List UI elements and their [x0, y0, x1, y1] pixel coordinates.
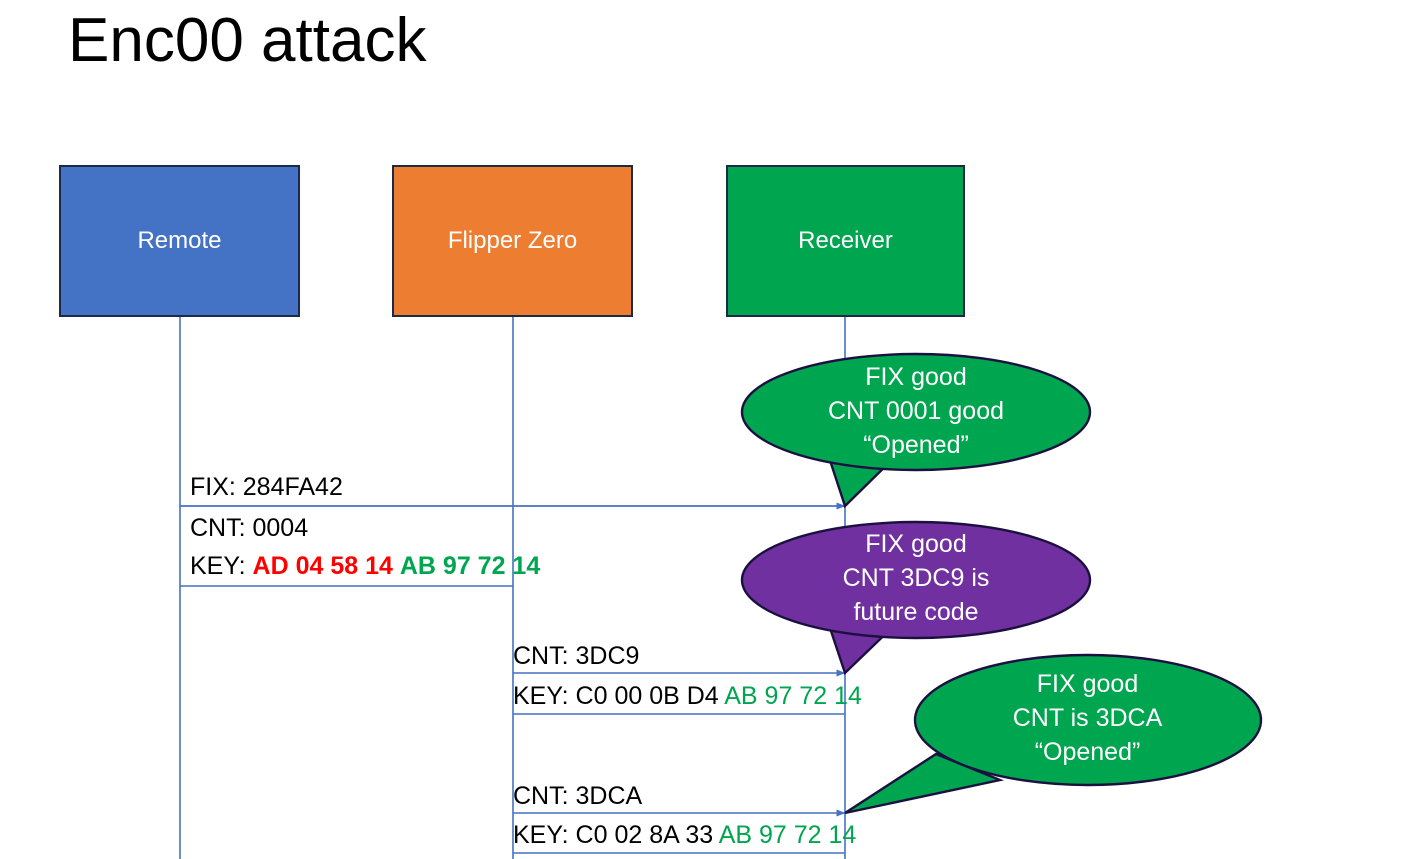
actor-label-remote: Remote: [137, 227, 222, 254]
key-prefix-3: KEY: C0 02 8A 33: [513, 821, 719, 849]
key-red-bytes-1: AD 04 58 14: [252, 552, 393, 580]
speech-bubble-1-text: FIX good CNT 0001 good “Opened”: [742, 360, 1090, 462]
actor-box-remote[interactable]: Remote: [59, 165, 300, 317]
actor-label-receiver: Receiver: [798, 227, 893, 254]
key-prefix-2: KEY: C0 00 0B D4: [513, 682, 725, 710]
bubble-1-line-2: CNT 0001 good: [827, 397, 1005, 425]
message-label-key-3: KEY: C0 02 8A 33 AB 97 72 14: [513, 818, 856, 852]
message-label-key-1: KEY: AD 04 58 14 AB 97 72 14: [190, 549, 540, 583]
message-label-cnt-3dc9: CNT: 3DC9: [513, 642, 640, 670]
message-label-cnt-3dca: CNT: 3DCA: [513, 782, 643, 810]
message-label-cnt-0004: CNT: 0004: [190, 514, 309, 542]
speech-bubble-3-text: FIX good CNT is 3DCA “Opened”: [915, 667, 1260, 769]
actor-box-flipper-zero[interactable]: Flipper Zero: [392, 165, 633, 317]
bubble-2-line-2: CNT 3DC9 is: [842, 564, 990, 592]
key-green-bytes-1: AB 97 72 14: [399, 552, 541, 580]
key-green-bytes-3: AB 97 72 14: [718, 821, 857, 849]
bubble-1-line-3: “Opened”: [863, 431, 969, 459]
actor-label-flipper-zero: Flipper Zero: [447, 227, 578, 254]
key-prefix-1: KEY:: [190, 552, 253, 580]
bubble-3-line-1: FIX good: [1036, 670, 1139, 698]
message-label-key-2: KEY: C0 00 0B D4 AB 97 72 14: [513, 679, 862, 713]
bubble-3-line-2: CNT is 3DCA: [1012, 704, 1163, 732]
speech-bubble-2-text: FIX good CNT 3DC9 is future code: [742, 527, 1090, 629]
bubble-2-line-1: FIX good: [865, 530, 967, 558]
actor-box-receiver[interactable]: Receiver: [726, 165, 965, 317]
bubble-3-line-3: “Opened”: [1034, 738, 1141, 766]
message-label-fix: FIX: 284FA42: [190, 473, 343, 501]
page-title: Enc00 attack: [68, 6, 427, 75]
key-green-bytes-2: AB 97 72 14: [724, 682, 862, 710]
bubble-1-line-1: FIX good: [865, 363, 967, 391]
bubble-2-line-3: future code: [853, 598, 979, 626]
